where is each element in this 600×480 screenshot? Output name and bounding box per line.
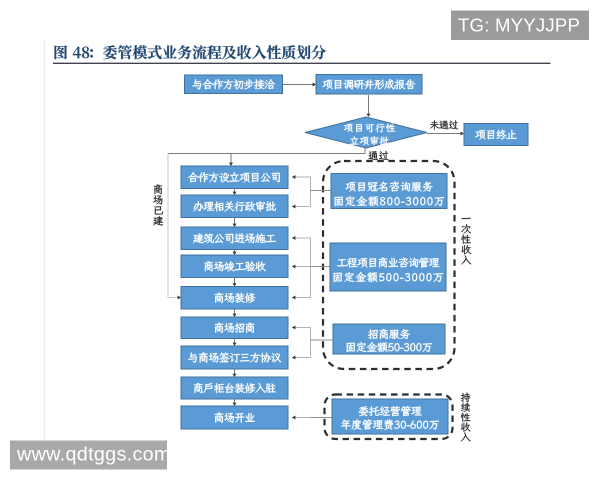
- svg-text:www.qdtggs.com: www.qdtggs.com: [16, 444, 171, 466]
- svg-text:TG: MYYJJPP: TG: MYYJJPP: [458, 15, 580, 36]
